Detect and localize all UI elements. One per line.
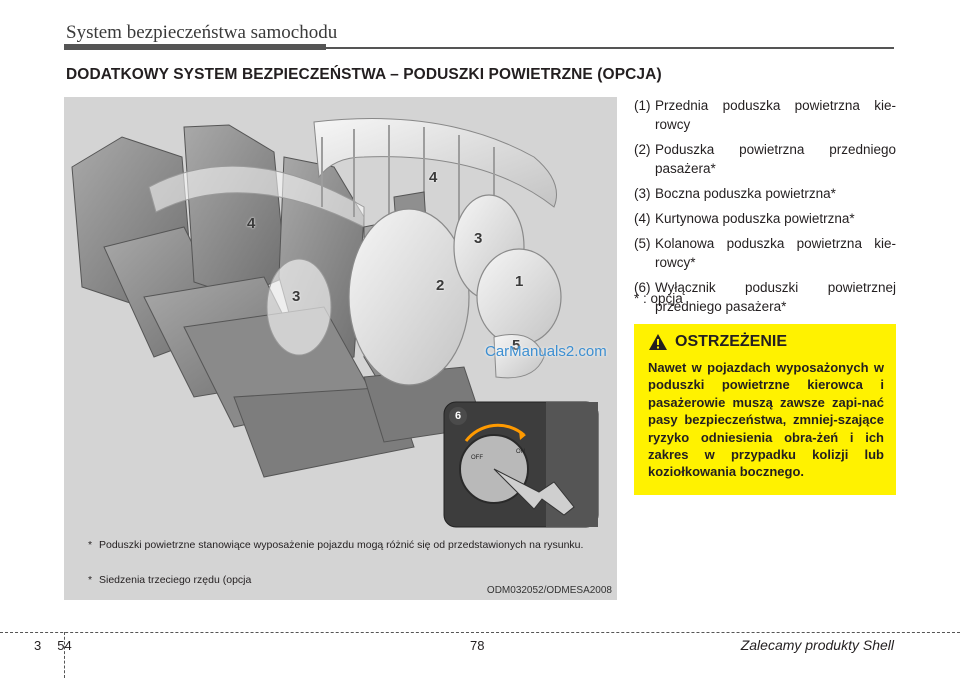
- list-item-number: (6): [634, 280, 651, 295]
- list-item-text: Kurtynowa poduszka powietrzna*: [655, 211, 855, 226]
- list-item: (5) Kolanowa poduszka powietrzna kie-rowc…: [634, 234, 896, 272]
- figure-note-2: * Siedzenia trzeciego rzędu (opcja: [88, 573, 608, 587]
- watermark-text: CarManuals2.com: [485, 343, 607, 360]
- page-number: 54: [57, 638, 72, 653]
- warning-title: OSTRZEŻENIE: [675, 333, 788, 350]
- footer-shell-text: Zalecamy produkty Shell: [740, 637, 894, 653]
- figure-note-marker: *: [88, 574, 93, 586]
- list-item: (1) Przednia poduszka powietrzna kie-rowc…: [634, 96, 896, 134]
- list-item-text: Boczna poduszka powietrzna*: [655, 186, 836, 201]
- list-item: (3) Boczna poduszka powietrzna*: [634, 184, 896, 203]
- warning-box: OSTRZEŻENIE Nawet w pojazdach wyposażony…: [634, 324, 896, 495]
- list-item: (2) Poduszka powietrzna przedniego pasaże…: [634, 140, 896, 178]
- option-footnote: * : opcja: [634, 291, 683, 306]
- figure-code: ODM032052/ODMESA2008: [486, 585, 612, 596]
- list-item-text: Kolanowa poduszka powietrzna kie-rowcy*: [655, 236, 896, 270]
- list-item-number: (1): [634, 98, 651, 113]
- warning-header: OSTRZEŻENIE: [648, 333, 884, 351]
- list-item-number: (4): [634, 211, 651, 226]
- airbag-illustration: OFF ON: [71, 118, 599, 528]
- callout-1: 1: [515, 273, 524, 290]
- list-item-number: (2): [634, 142, 651, 157]
- callout-4-rear: 4: [247, 215, 256, 232]
- figure-note-text: Poduszki powietrzne stanowiące wyposażen…: [99, 539, 584, 551]
- callout-3-front: 3: [474, 230, 483, 247]
- list-item: (6) Wyłącznik poduszki powietrznej przedn…: [634, 278, 896, 316]
- figure-note-1: * Poduszki powietrzne stanowiące wyposaż…: [88, 538, 608, 552]
- header-rule-thick: [64, 44, 326, 50]
- callout-3-rear: 3: [292, 288, 301, 305]
- callout-2: 2: [436, 277, 445, 294]
- chapter-title: System bezpieczeństwa samochodu: [66, 22, 338, 43]
- list-item-number: (5): [634, 236, 651, 251]
- list-item-text: Poduszka powietrzna przedniego pasażera*: [655, 142, 896, 176]
- warning-text: Nawet w pojazdach wyposażonych w poduszk…: [648, 360, 884, 480]
- airbag-figure: OFF ON 1 2 3 3 4 4 5 6 CarManuals2.com *…: [64, 97, 617, 600]
- footer-divider: [64, 632, 65, 678]
- callout-6: 6: [449, 407, 467, 425]
- inset-off-label: OFF: [471, 455, 483, 461]
- footer-center-number: 78: [470, 638, 485, 653]
- warning-triangle-icon: [649, 334, 667, 350]
- figure-note-text: Siedzenia trzeciego rzędu (opcja: [99, 574, 252, 586]
- list-item-number: (3): [634, 186, 651, 201]
- list-item-text: Wyłącznik poduszki powietrznej przednieg…: [655, 280, 896, 314]
- section-title: DODATKOWY SYSTEM BEZPIECZEŃSTWA – PODUSZ…: [66, 66, 662, 83]
- list-item-text: Przednia poduszka powietrzna kie-rowcy: [655, 98, 896, 132]
- figure-note-marker: *: [88, 539, 93, 551]
- callout-4-front: 4: [429, 169, 438, 186]
- inset-on-label: ON: [516, 449, 525, 455]
- footer-rule: [0, 632, 960, 633]
- footer-page-ref: 3 54: [34, 638, 72, 653]
- airbag-legend-list: (1) Przednia poduszka powietrzna kie-rowc…: [634, 96, 896, 322]
- header-rule-thin: [326, 47, 894, 49]
- callout-5: 5: [512, 337, 521, 354]
- list-item: (4) Kurtynowa poduszka powietrzna*: [634, 209, 896, 228]
- chapter-number: 3: [34, 638, 42, 653]
